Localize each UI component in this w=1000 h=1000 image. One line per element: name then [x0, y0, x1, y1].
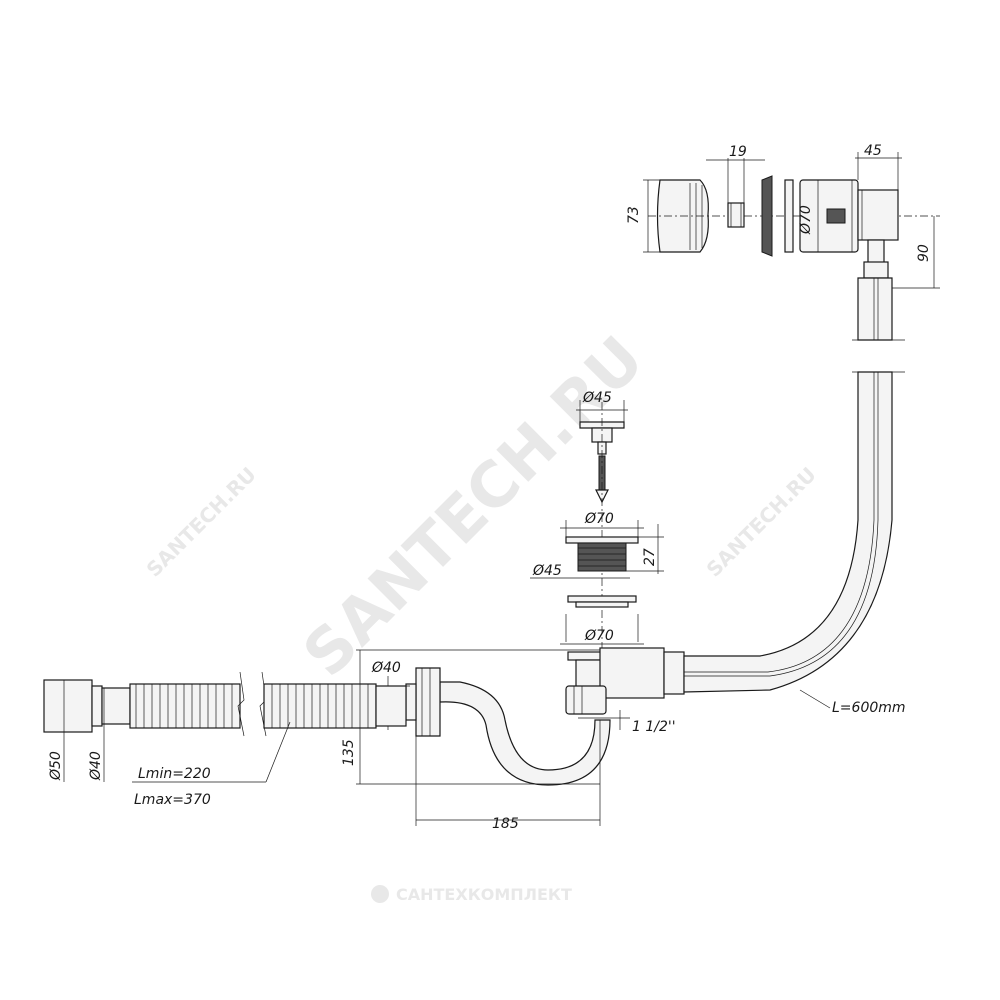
- dim-nut-height: 73: [626, 206, 642, 224]
- trap-nut: [405, 667, 441, 737]
- drain-grate: [565, 536, 639, 572]
- dim-drain-flange-diameter: Ø70: [584, 628, 614, 644]
- dim-pipe-diameter: Ø40: [371, 660, 401, 676]
- dim-overflow-diameter: Ø70: [798, 205, 814, 235]
- dim-thread-size: 1 1/2'': [632, 719, 676, 735]
- overflow-fitting: [727, 202, 745, 228]
- overflow-hose-top: [852, 277, 905, 341]
- s-trap: [439, 681, 611, 786]
- dim-overflow-drop: 90: [916, 244, 932, 262]
- dim-gasket-width: 19: [729, 144, 747, 160]
- watermark-left: SANTECH.RU: [142, 462, 261, 581]
- drain-flange: [567, 595, 637, 608]
- corrugated-pipe-left: [129, 683, 241, 729]
- overflow-hose: [683, 371, 893, 693]
- dim-overflow-width: 45: [864, 143, 882, 159]
- dim-hose-length: L=600mm: [832, 700, 906, 716]
- dim-corrugated-max: Lmax=370: [134, 792, 211, 808]
- dim-drain-inner-diameter: Ø45: [532, 563, 562, 579]
- dim-trap-height: 135: [341, 739, 357, 766]
- corrugated-pipe-right: [263, 683, 407, 729]
- drain-trap-body: [565, 647, 685, 715]
- dim-drain-height: 27: [642, 548, 658, 566]
- outlet-connector: [43, 679, 131, 733]
- dim-corrugated-min: Lmin=220: [138, 766, 211, 782]
- watermark-footer: САНТЕХКОМПЛЕКТ: [396, 885, 572, 904]
- dim-hose-outer-diameter: Ø50: [48, 751, 64, 781]
- dim-trap-length: 185: [492, 816, 519, 832]
- dim-plug-diameter: Ø45: [582, 390, 612, 406]
- footer-logo-icon: [371, 885, 389, 903]
- watermark-right: SANTECH.RU: [702, 462, 821, 581]
- overflow-gasket: [761, 175, 794, 257]
- dim-hose-inner-diameter: Ø40: [88, 751, 104, 781]
- overflow-body: [799, 179, 899, 279]
- footer-logo: САНТЕХКОМПЛЕКТ: [371, 885, 572, 904]
- dim-drain-top-diameter: Ø70: [584, 511, 614, 527]
